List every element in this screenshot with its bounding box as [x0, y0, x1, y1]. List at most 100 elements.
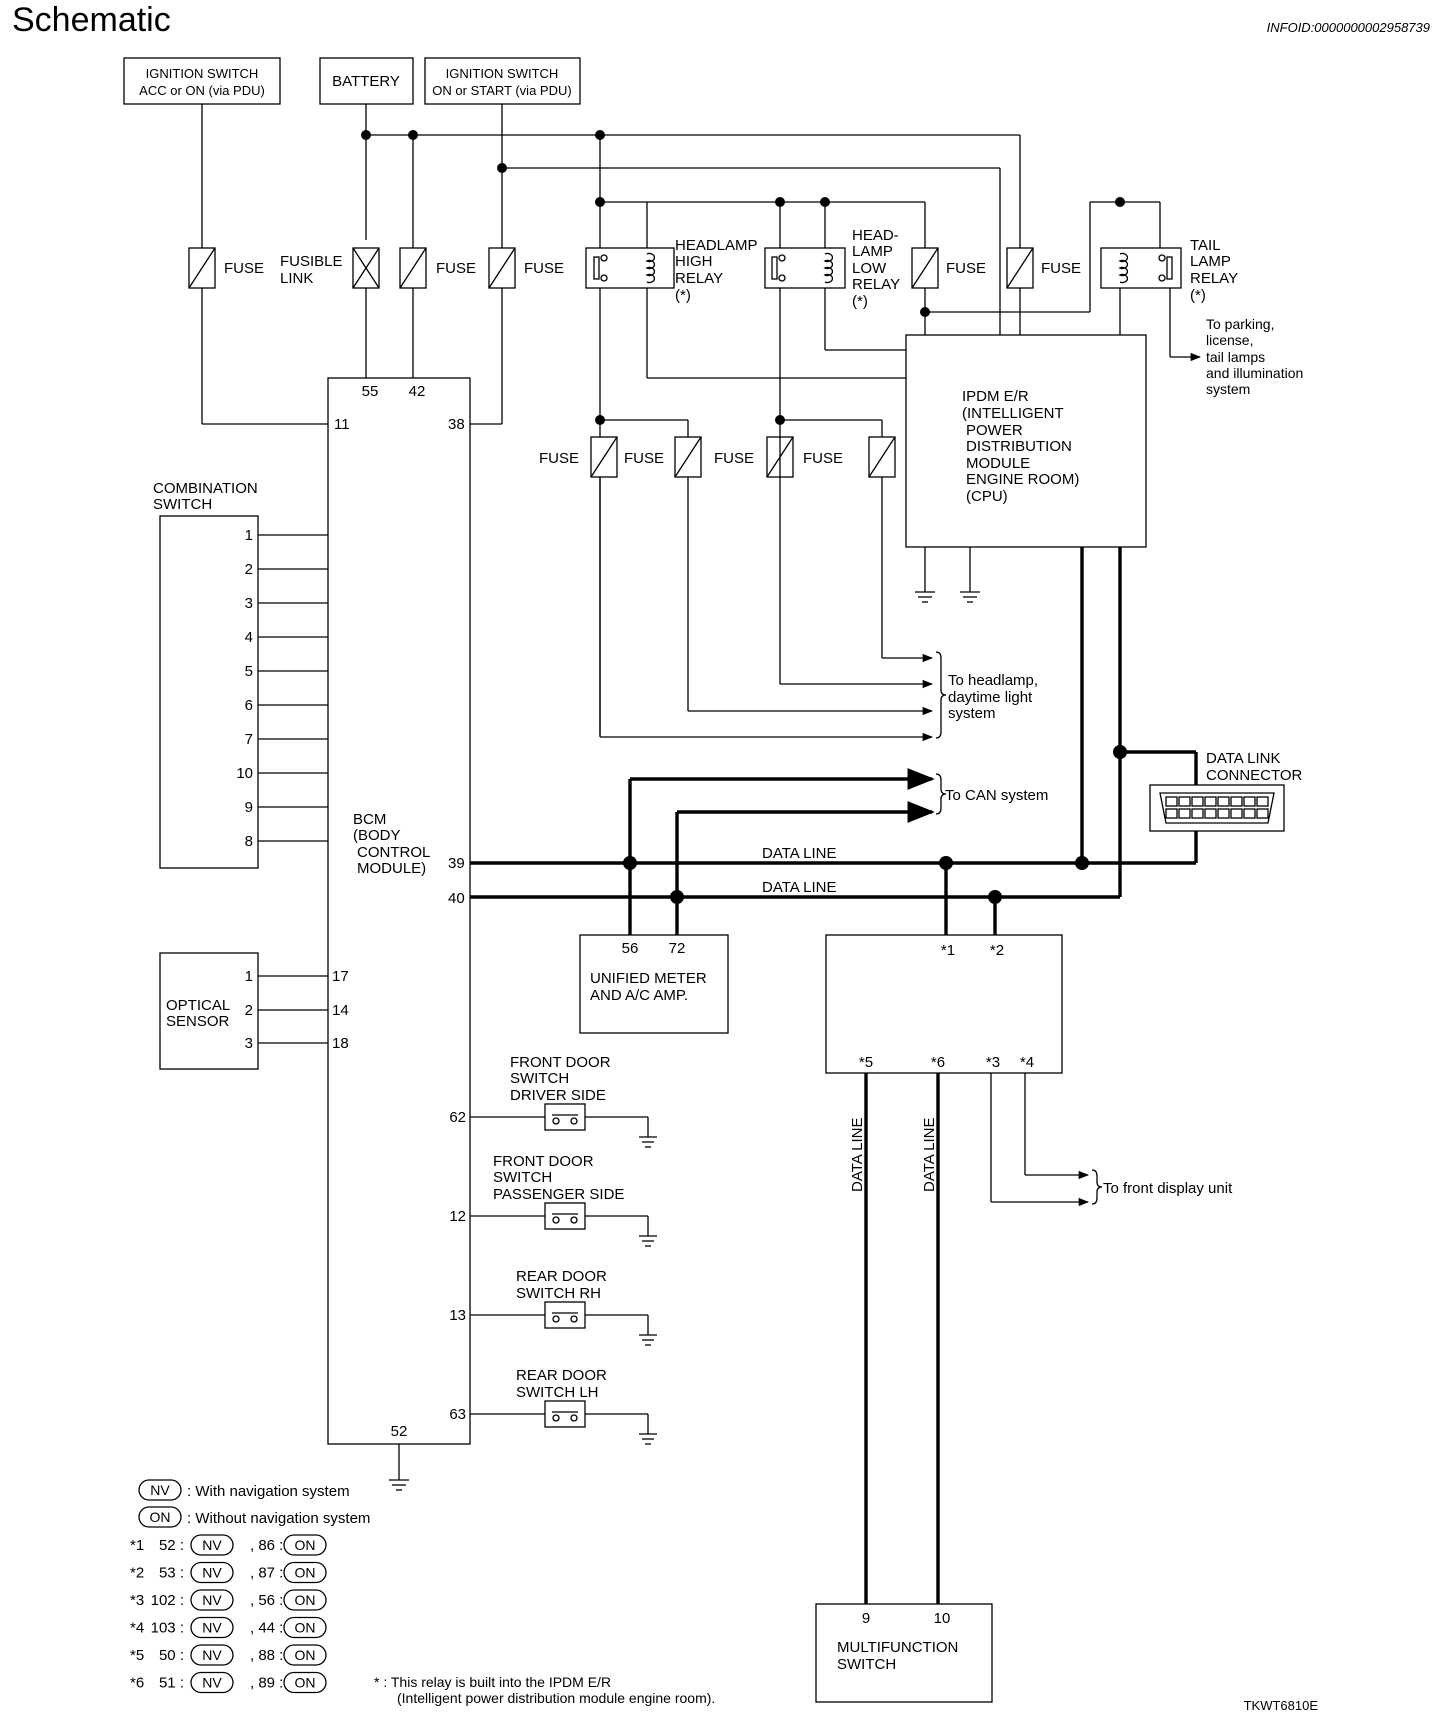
note-line-2: (Intelligent power distribution module e… — [397, 1690, 715, 1706]
ignition-switch-on-start-box: IGNITION SWITCH ON or START (via PDU) — [424, 57, 581, 105]
fuse-label: FUSE — [803, 450, 843, 467]
combo-label-1: COMBINATION — [153, 480, 258, 497]
junction-dots — [361, 130, 1127, 904]
on-badge-icon — [283, 1671, 327, 1694]
module-pin-3: *3 — [986, 1054, 1000, 1071]
legend-mark: *6 — [130, 1675, 144, 1692]
ipdm-er-box: IPDM E/R (INTELLIGENT POWER DISTRIBUTION… — [905, 334, 1147, 548]
battery-box: BATTERY — [319, 57, 414, 105]
fuse-label: FUSE — [714, 450, 754, 467]
bcm-pin-38: 38 — [448, 416, 465, 433]
fusible-link-icon — [352, 247, 380, 289]
tail-label-2: LAMP — [1190, 253, 1231, 270]
dlc-pin — [1256, 796, 1269, 807]
optical-pin-2: 2 — [245, 1002, 253, 1019]
tail-label-3: RELAY — [1190, 270, 1238, 287]
fd-driver-label-3: DRIVER SIDE — [510, 1087, 606, 1104]
hl-low-label-1: HEAD- — [852, 227, 899, 244]
module-pin-5: *5 — [859, 1054, 873, 1071]
bcm-label-2: (BODY — [353, 827, 401, 844]
ign-start-line1: IGNITION SWITCH — [446, 66, 559, 81]
optical-sensor-box: OPTICAL SENSOR — [159, 952, 259, 1070]
combo-pin-10: 10 — [236, 765, 253, 782]
fuse-icon — [868, 436, 896, 478]
bcm-ground-icon — [389, 1444, 409, 1491]
door-switch-terminal — [552, 1315, 560, 1323]
unified-meter-box: 56 72 UNIFIED METER AND A/C AMP. — [579, 934, 729, 1034]
meter-pin-56: 56 — [622, 940, 639, 957]
legend-nv-pin: 103 : — [151, 1620, 184, 1637]
note-line-1: * : This relay is built into the IPDM E/… — [374, 1674, 611, 1690]
data-line-label-39: DATA LINE — [762, 845, 836, 862]
on-badge-icon — [283, 1534, 327, 1556]
bcm-pin-62: 62 — [449, 1109, 466, 1126]
combo-pin-8: 8 — [245, 833, 253, 850]
module-pin-4: *4 — [1020, 1054, 1034, 1071]
meter-label-1: UNIFIED METER — [590, 970, 707, 987]
data-link-connector-icon — [1149, 784, 1285, 832]
bcm-supply-wires — [201, 288, 503, 425]
legend-mark: *3 — [130, 1592, 144, 1609]
fd-driver-label-1: FRONT DOOR — [510, 1054, 611, 1071]
door-switch-icon — [544, 1400, 586, 1428]
hl-low-label-3: LOW — [852, 260, 887, 277]
ign-acc-line1: IGNITION SWITCH — [146, 66, 259, 81]
dlc-pin — [1204, 796, 1217, 807]
rd-rh-label-2: SWITCH RH — [516, 1285, 601, 1302]
door-switch-icon — [544, 1301, 586, 1329]
data-line-wires — [470, 547, 1198, 935]
bcm-pin-39: 39 — [448, 855, 465, 872]
data-line-vertical-5: DATA LINE — [849, 1118, 866, 1192]
tail-label-1: TAIL — [1190, 237, 1221, 254]
data-line-label-40: DATA LINE — [762, 879, 836, 896]
to-parking-3: tail lamps — [1206, 349, 1265, 365]
display-module-box: *1 *2 *5 *6 *3 *4 — [825, 934, 1063, 1074]
hl-high-label-3: RELAY — [675, 270, 723, 287]
combo-pin-1: 1 — [245, 527, 253, 544]
combo-pin-4: 4 — [245, 629, 253, 646]
legend-on-pin: , 56 : — [250, 1592, 283, 1609]
on-badge: ON — [150, 1509, 171, 1525]
combo-label-2: SWITCH — [153, 496, 212, 513]
headlamp-fuse-wires — [600, 419, 883, 437]
nv-badge-icon — [190, 1616, 234, 1639]
fuse-icon — [911, 247, 939, 335]
tail-lamp-relay-icon — [925, 247, 1202, 362]
fd-pass-label-2: SWITCH — [493, 1169, 552, 1186]
tail-label-4: (*) — [1190, 287, 1206, 304]
ignition-switch-acc-on-box: IGNITION SWITCH ACC or ON (via PDU) — [123, 57, 281, 105]
legend-nv-pin: 50 : — [159, 1647, 184, 1664]
legend-mark: *2 — [130, 1565, 144, 1582]
to-headlamp-2: daytime light — [948, 689, 1033, 706]
to-parking-2: license, — [1206, 332, 1253, 348]
dlc-pin — [1191, 808, 1204, 819]
fuse-label: FUSE — [624, 450, 664, 467]
fuse-label: FUSE — [539, 450, 579, 467]
bcm-pin-12: 12 — [449, 1208, 466, 1225]
rd-rh-label-1: REAR DOOR — [516, 1268, 607, 1285]
hl-high-label-1: HEADLAMP — [675, 237, 758, 254]
combo-pin-3: 3 — [245, 595, 253, 612]
fuse-icon — [590, 436, 618, 478]
mf-label-2: SWITCH — [837, 1656, 896, 1673]
ipdm-line-1: IPDM E/R — [962, 388, 1029, 405]
nv-badge: NV — [202, 1647, 222, 1663]
ipdm-line-7: (CPU) — [966, 488, 1008, 505]
fusible-label-1: FUSIBLE — [280, 253, 343, 270]
combo-pin-2: 2 — [245, 561, 253, 578]
bcm-pin-13: 13 — [449, 1307, 466, 1324]
on-badge: ON — [295, 1537, 316, 1553]
door-switch-terminal — [570, 1117, 578, 1125]
door-switch-terminal — [552, 1117, 560, 1125]
info-id: INFOID:0000000002958739 — [1267, 20, 1430, 35]
fuse-icon — [1006, 247, 1034, 335]
dlc-pin — [1165, 796, 1178, 807]
bcm-box: 55 42 11 38 BCM (BODY CONTROL MODULE) 39… — [327, 377, 471, 1445]
on-badge-icon — [283, 1589, 327, 1611]
on-badge-icon — [283, 1561, 327, 1584]
combination-switch-box — [159, 515, 259, 869]
bcm-label-1: BCM — [353, 811, 386, 828]
on-badge: ON — [295, 1565, 316, 1581]
on-badge: ON — [295, 1620, 316, 1636]
